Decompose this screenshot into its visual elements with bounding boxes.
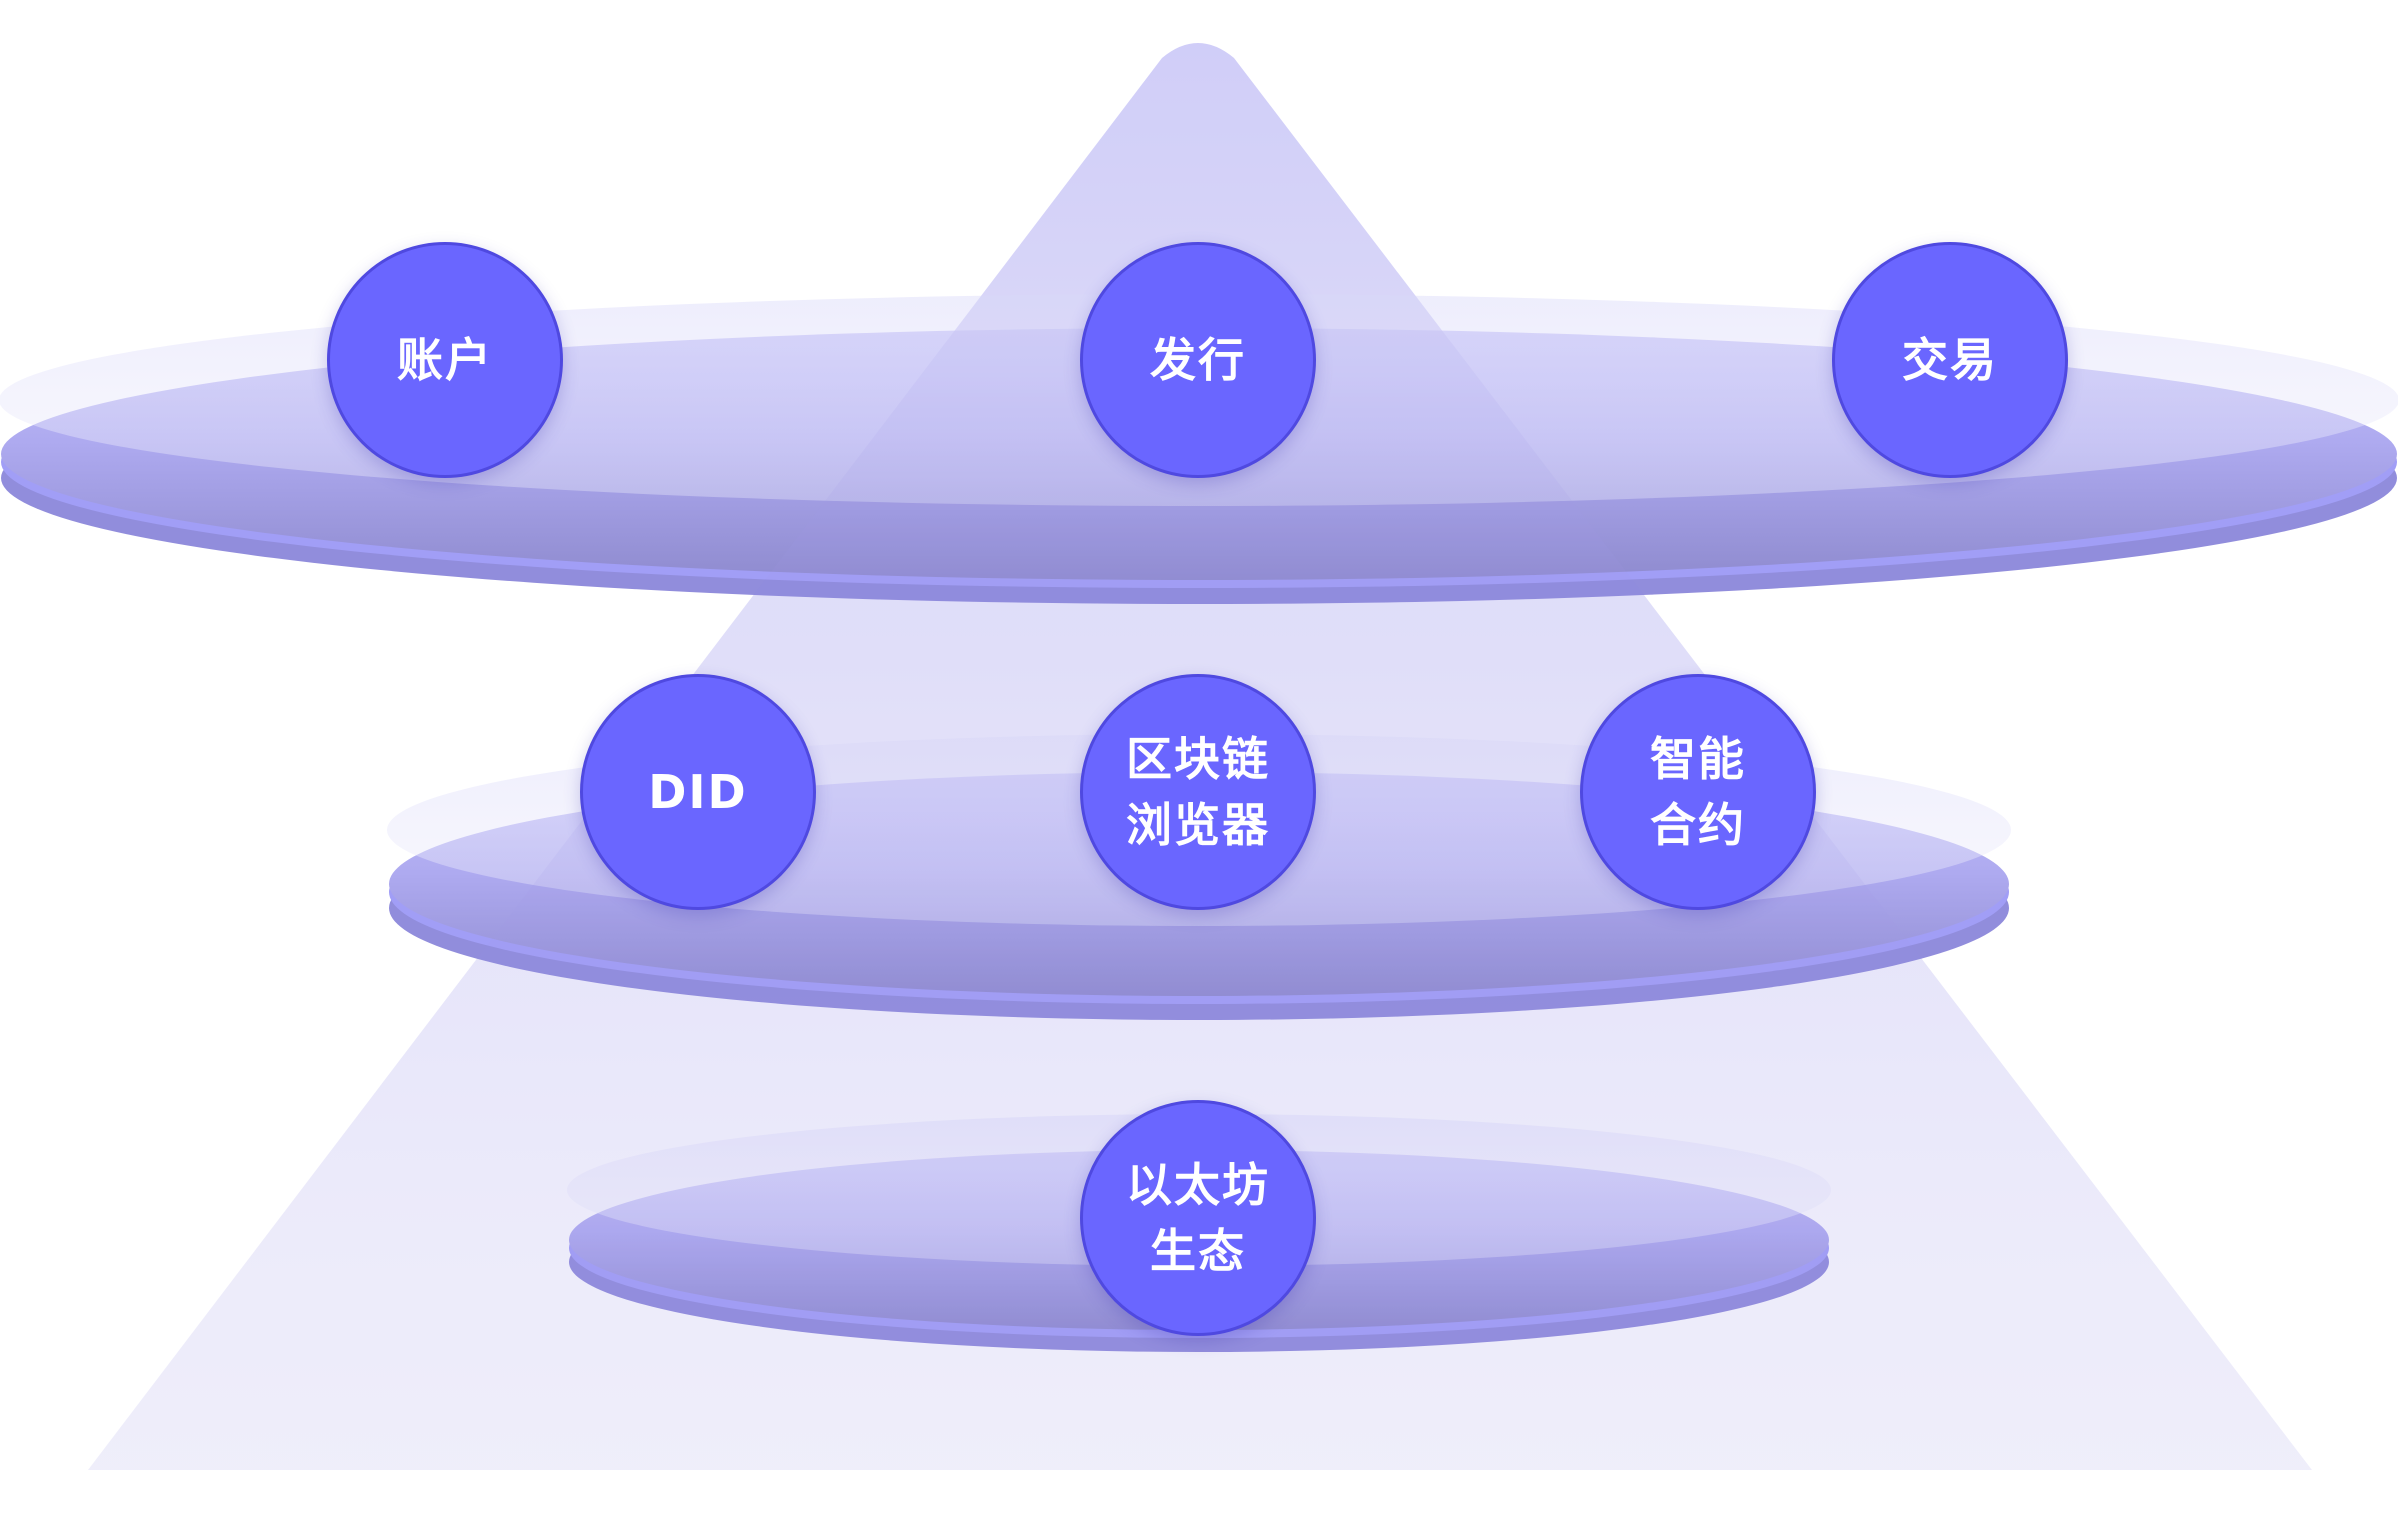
node-label-line-1: 智能	[1650, 732, 1746, 786]
node-label-line-2: 生态	[1150, 1224, 1246, 1278]
node-label-line-2: 合约	[1650, 798, 1746, 852]
node-label: 发行	[1150, 333, 1246, 387]
node-account[interactable]: 账户	[327, 242, 563, 478]
node-label-line-1: 区块链	[1126, 732, 1270, 786]
node-did[interactable]: DID	[580, 674, 816, 910]
node-smart-contract[interactable]: 智能 合约	[1580, 674, 1816, 910]
node-issuance[interactable]: 发行	[1080, 242, 1316, 478]
node-label-line-2: 浏览器	[1126, 798, 1270, 852]
node-label-line-1: 以太坊	[1126, 1158, 1270, 1212]
node-blockchain-explorer[interactable]: 区块链 浏览器	[1080, 674, 1316, 910]
node-label: DID	[648, 765, 748, 819]
node-ethereum-ecosystem[interactable]: 以太坊 生态	[1080, 1100, 1316, 1336]
node-trading[interactable]: 交易	[1832, 242, 2068, 478]
node-label: 账户	[397, 333, 493, 387]
node-label: 交易	[1902, 333, 1998, 387]
